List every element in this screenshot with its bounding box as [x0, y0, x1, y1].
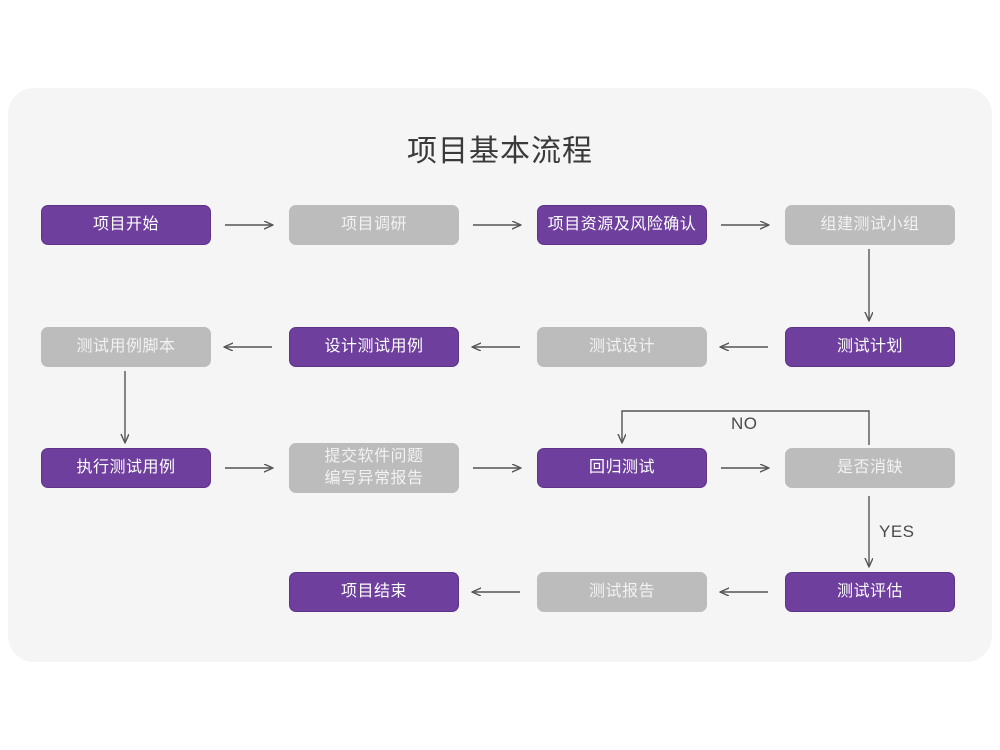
page-title: 项目基本流程 — [407, 135, 593, 168]
node-test-plan[interactable]: 测试计划 — [785, 327, 955, 367]
node-test-report[interactable]: 测试报告 — [537, 572, 707, 612]
node-design-test-case[interactable]: 设计测试用例 — [289, 327, 459, 367]
node-regression-test[interactable]: 回归测试 — [537, 448, 707, 488]
node-test-design[interactable]: 测试设计 — [537, 327, 707, 367]
node-project-end[interactable]: 项目结束 — [289, 572, 459, 612]
node-build-test-team[interactable]: 组建测试小组 — [785, 205, 955, 245]
node-test-evaluation[interactable]: 测试评估 — [785, 572, 955, 612]
node-execute-test-case[interactable]: 执行测试用例 — [41, 448, 211, 488]
node-test-case-script[interactable]: 测试用例脚本 — [41, 327, 211, 367]
edge-label-no: NO — [731, 414, 758, 433]
node-resource-risk-confirm[interactable]: 项目资源及风险确认 — [537, 205, 707, 245]
node-project-start[interactable]: 项目开始 — [41, 205, 211, 245]
node-defect-cleared[interactable]: 是否消缺 — [785, 448, 955, 488]
node-submit-bug-report[interactable]: 提交软件问题 编写异常报告 — [289, 443, 459, 493]
node-project-research[interactable]: 项目调研 — [289, 205, 459, 245]
edge-label-yes: YES — [879, 522, 915, 541]
flowchart-card — [8, 88, 992, 662]
